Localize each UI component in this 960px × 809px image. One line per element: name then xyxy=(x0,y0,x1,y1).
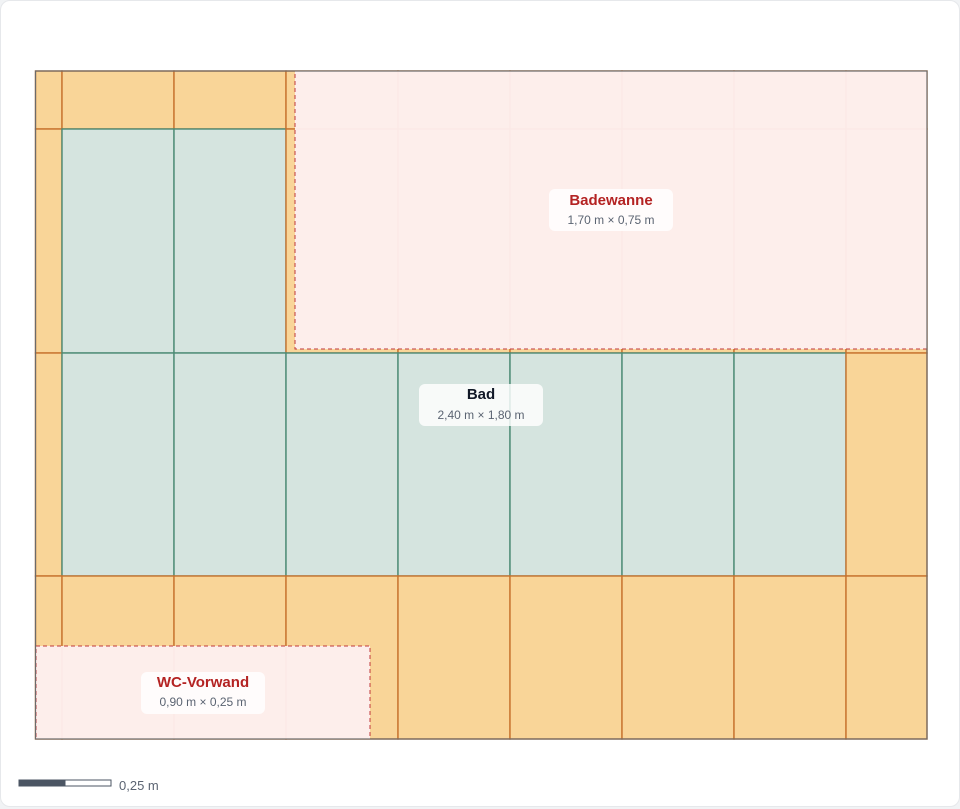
cut-tile xyxy=(61,70,175,130)
badewanne-name: Badewanne xyxy=(569,192,652,209)
room-dimensions: 2,40 m × 1,80 m xyxy=(437,408,524,422)
cut-tile xyxy=(621,575,735,740)
badewanne-label-card xyxy=(549,189,673,231)
full-tile xyxy=(173,352,287,577)
cut-tile xyxy=(397,575,511,740)
full-tile xyxy=(285,352,399,577)
cut-tile xyxy=(509,575,623,740)
wc-vorwand-dimensions: 0,90 m × 0,25 m xyxy=(159,695,246,709)
cut-tile xyxy=(733,575,847,740)
obstacle-badewanne[interactable]: Badewanne 1,70 m × 0,75 m xyxy=(294,70,928,350)
wc-vorwand-name: WC-Vorwand xyxy=(157,674,249,691)
room-outline xyxy=(34,70,928,740)
room-name: Bad xyxy=(467,386,495,403)
full-tile xyxy=(61,352,175,577)
scale-bar-filled xyxy=(19,780,65,786)
room-label-card xyxy=(419,384,543,426)
full-tile xyxy=(61,128,175,354)
cut-tile xyxy=(845,352,928,577)
cut-tile xyxy=(34,70,63,130)
scale-bar-label: 0,25 m xyxy=(119,778,159,793)
cut-tile xyxy=(173,70,287,130)
full-tile xyxy=(173,128,287,354)
room-label: Bad 2,40 m × 1,80 m xyxy=(419,384,543,426)
full-tile xyxy=(733,352,847,577)
scale-bar-outline xyxy=(18,779,112,787)
obstacle-wc-vorwand[interactable]: WC-Vorwand 0,90 m × 0,25 m xyxy=(35,645,371,740)
cut-tile xyxy=(34,128,63,354)
scale-bar: 0,25 m xyxy=(18,778,159,793)
cut-tile xyxy=(34,352,63,577)
full-tile xyxy=(621,352,735,577)
wc-vorwand-label-card xyxy=(141,672,265,714)
scale-bar-empty xyxy=(64,779,112,787)
badewanne-dimensions: 1,70 m × 0,75 m xyxy=(567,213,654,227)
cut-tile xyxy=(845,575,928,740)
